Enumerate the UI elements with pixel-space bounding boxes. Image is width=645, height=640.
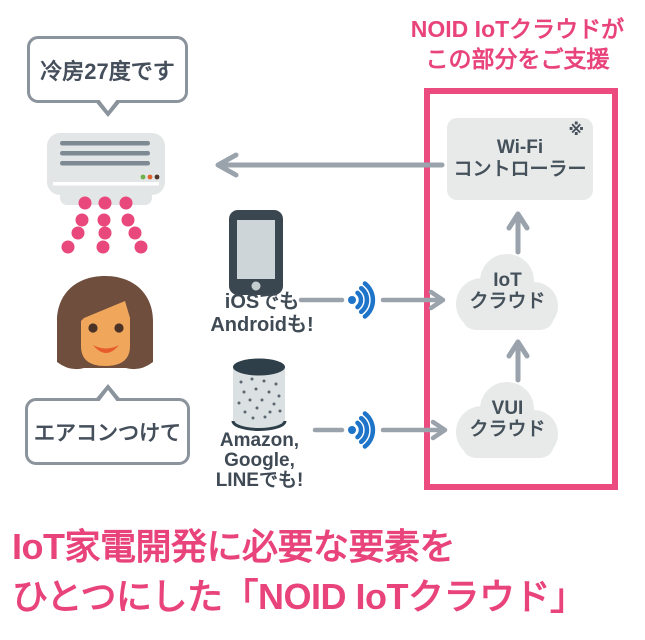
speaker-caption-line1: Amazon, xyxy=(219,430,300,451)
arrow-phone-to-iot-cloud xyxy=(298,281,446,319)
speech-bubble-voice-command: エアコンつけて xyxy=(25,384,190,465)
footnote-asterisk: ※ xyxy=(568,122,584,139)
cool-air-dots xyxy=(61,196,148,254)
iot-cloud-line2: クラウド xyxy=(469,291,546,312)
bubble-tail-up-fill xyxy=(97,390,118,403)
arrow-iot-to-controller xyxy=(506,211,530,255)
noid-support-frame xyxy=(424,88,618,490)
speaker-caption: Amazon, Google, LINEでも! xyxy=(192,431,327,491)
eye-left xyxy=(88,323,98,333)
arrow-speaker-to-vui-cloud xyxy=(312,411,448,449)
wifi-controller-line2: コントローラー xyxy=(453,159,587,180)
main-title-line2: ひとつにした「NOID IoTクラウド」 xyxy=(12,576,586,617)
iot-cloud-caption: IoT クラウド xyxy=(450,270,565,312)
speaker-perforations xyxy=(237,377,282,420)
led-green xyxy=(140,174,146,180)
wifi-controller-line1: Wi-Fi xyxy=(496,137,544,158)
led-orange xyxy=(147,174,153,180)
smart-speaker-icon xyxy=(231,358,287,431)
wifi-signal-icon xyxy=(348,281,376,319)
main-title: IoT家電開発に必要な要素を ひとつにした「NOID IoTクラウド」 xyxy=(12,522,642,622)
vui-cloud-caption: VUI クラウド xyxy=(450,398,565,440)
support-note-line1: NOID IoTクラウドが xyxy=(410,16,625,42)
voice-command-text: エアコンつけて xyxy=(34,421,181,445)
support-note: NOID IoTクラウドが この部分をご支援 xyxy=(390,14,645,74)
mouth xyxy=(93,345,119,353)
phone-caption-line2: Androidも! xyxy=(210,314,314,336)
iot-cloud-shape xyxy=(456,254,558,330)
speaker-caption-line3: LINEでも! xyxy=(215,470,304,491)
wifi-controller-box: ※ Wi-Fi コントローラー xyxy=(447,118,593,200)
main-title-line1: IoT家電開発に必要な要素を xyxy=(12,526,455,567)
air-conditioner-illustration xyxy=(47,133,165,254)
speech-bubble-ac-status: 冷房27度です xyxy=(27,36,188,117)
speaker-caption-line2: Google, xyxy=(224,450,295,471)
ac-status-text: 冷房27度です xyxy=(40,58,175,84)
support-note-line2: この部分をご支援 xyxy=(425,46,610,72)
woman-illustration xyxy=(57,276,153,370)
wifi-signal-icon xyxy=(348,411,376,449)
vui-cloud-line2: クラウド xyxy=(469,419,546,440)
bubble-tail-down-fill xyxy=(97,98,118,111)
phone-caption: iOSでも Androidも! xyxy=(192,291,332,337)
vui-cloud-shape xyxy=(456,382,558,458)
smartphone-icon xyxy=(229,210,283,295)
led-dark xyxy=(154,174,160,180)
arrow-vui-to-iot xyxy=(506,339,530,383)
eye-right xyxy=(114,323,124,333)
phone-caption-line1: iOSでも xyxy=(224,291,300,313)
arrow-controller-to-ac xyxy=(215,152,445,178)
vui-cloud-line1: VUI xyxy=(491,398,524,419)
iot-cloud-line1: IoT xyxy=(493,270,522,291)
